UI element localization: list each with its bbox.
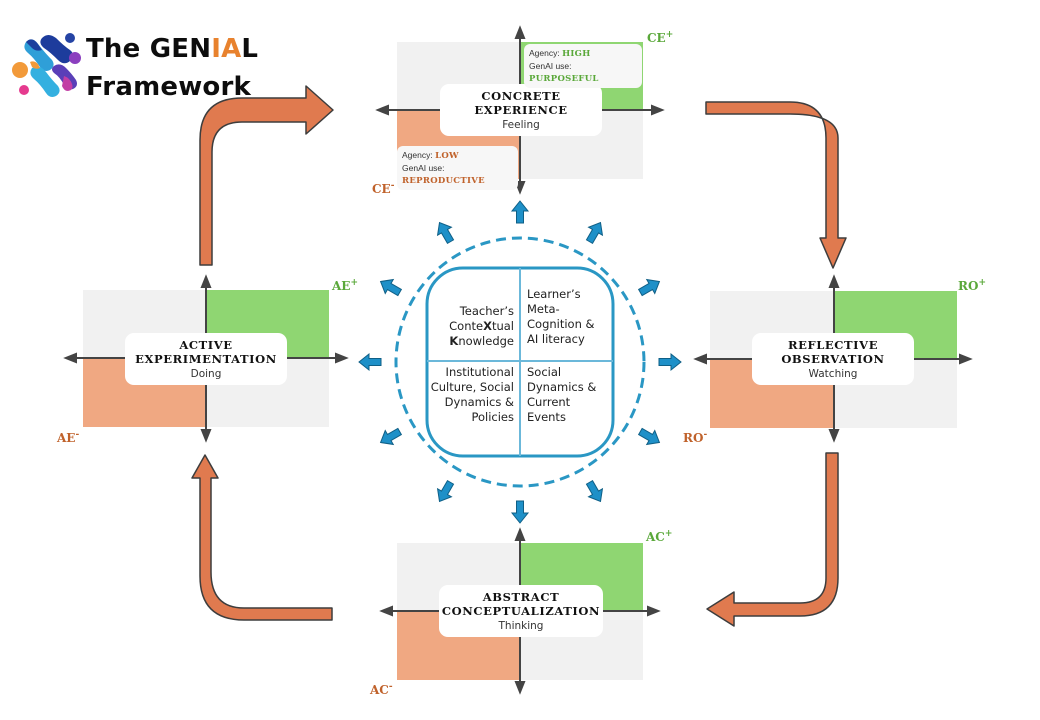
callout-agency-row: Agency: LOW <box>402 150 459 161</box>
pole-label-ac-negative: AC- <box>370 682 393 697</box>
core-cell-teacher-knowledge: Teacher’s ConteXtual Knowledge <box>449 304 514 348</box>
radial-arrow-icon <box>436 221 455 245</box>
genai-use-value-purposeful: PURPOSEFUL <box>529 74 599 84</box>
radial-arrow-icon <box>637 278 661 297</box>
title-accent: IA <box>211 34 242 64</box>
callout-agency-row: Agency: HIGH <box>529 48 591 59</box>
genai-use-value-reproductive: REPRODUCTIVE <box>402 176 485 186</box>
stage-name-line-2: EXPERIMENTATION <box>135 352 277 366</box>
pole-label-ac-positive: AC+ <box>646 529 673 544</box>
stage-card-active-experimentation: ACTIVE EXPERIMENTATION Doing <box>125 333 287 385</box>
stage-name-line-2: OBSERVATION <box>781 352 885 366</box>
title-line-1: The GENIAL <box>86 34 259 64</box>
title-line-2: Framework <box>86 72 251 102</box>
pole-label-ro-positive: RO+ <box>958 278 986 293</box>
pole-label-ae-negative: AE- <box>57 430 80 445</box>
pole-label-ce-positive: CE+ <box>647 30 674 45</box>
callout-use-row: GenAI use: REPRODUCTIVE <box>402 163 485 186</box>
stage-subtitle: Doing <box>190 368 222 380</box>
stage-card-reflective-observation: REFLECTIVE OBSERVATION Watching <box>752 333 914 385</box>
callout-high-agency: Agency: HIGH GenAI use: PURPOSEFUL <box>524 44 642 88</box>
radial-arrow-icon <box>510 500 530 524</box>
radial-arrow-icon <box>436 479 455 503</box>
stage-subtitle: Feeling <box>502 119 540 131</box>
pole-label-ce-negative: CE- <box>372 181 395 196</box>
cycle-arrow-ro-to-ac <box>706 452 839 627</box>
radial-arrows <box>358 200 682 524</box>
pole-label-ae-positive: AE+ <box>332 278 359 293</box>
core-cell-institutional-culture: Institutional Culture, Social Dynamics &… <box>430 365 514 424</box>
stage-name-line-2: CONCEPTUALIZATION <box>441 604 601 618</box>
radial-arrow-icon <box>510 200 530 224</box>
stage-card-abstract-conceptualization: ABSTRACT CONCEPTUALIZATION Thinking <box>439 585 603 637</box>
stage-name-line-1: CONCRETE <box>481 89 561 103</box>
stage-name-line-2: EXPERIENCE <box>474 103 568 117</box>
framework-title: The GENIAL Framework <box>86 30 258 106</box>
core-cell-learner-metacognition: Learner’s Meta- Cognition & AI literacy <box>527 287 595 346</box>
callout-use-row: GenAI use: PURPOSEFUL <box>529 61 599 84</box>
radial-arrow-icon <box>358 352 382 372</box>
genial-logo-icon <box>12 33 81 97</box>
cycle-arrow-ae-to-ce <box>199 85 334 266</box>
radial-arrow-icon <box>658 352 682 372</box>
core-dashed-boundary <box>394 236 646 488</box>
cycle-arrow-ac-to-ae <box>191 454 333 621</box>
stage-card-concrete-experience: CONCRETE EXPERIENCE Feeling <box>440 84 602 136</box>
radial-arrow-icon <box>585 479 604 503</box>
radial-arrow-icon <box>379 278 403 297</box>
radial-arrow-icon <box>379 427 403 446</box>
stage-name-line-1: REFLECTIVE <box>787 338 879 352</box>
stage-name-line-1: ABSTRACT <box>482 590 560 604</box>
cycle-arrow-ce-to-ro <box>705 101 847 269</box>
stage-subtitle: Thinking <box>498 620 544 632</box>
callout-low-agency: Agency: LOW GenAI use: REPRODUCTIVE <box>397 146 518 190</box>
radial-arrow-icon <box>637 427 661 446</box>
stage-name-line-1: ACTIVE <box>179 338 233 352</box>
agency-value-high: HIGH <box>562 49 591 59</box>
pole-label-ro-negative: RO- <box>683 430 708 445</box>
agency-value-low: LOW <box>435 151 459 161</box>
stage-subtitle: Watching <box>808 368 858 380</box>
core-cell-social-dynamics: Social Dynamics & Current Events <box>527 365 597 424</box>
radial-arrow-icon <box>585 221 604 245</box>
